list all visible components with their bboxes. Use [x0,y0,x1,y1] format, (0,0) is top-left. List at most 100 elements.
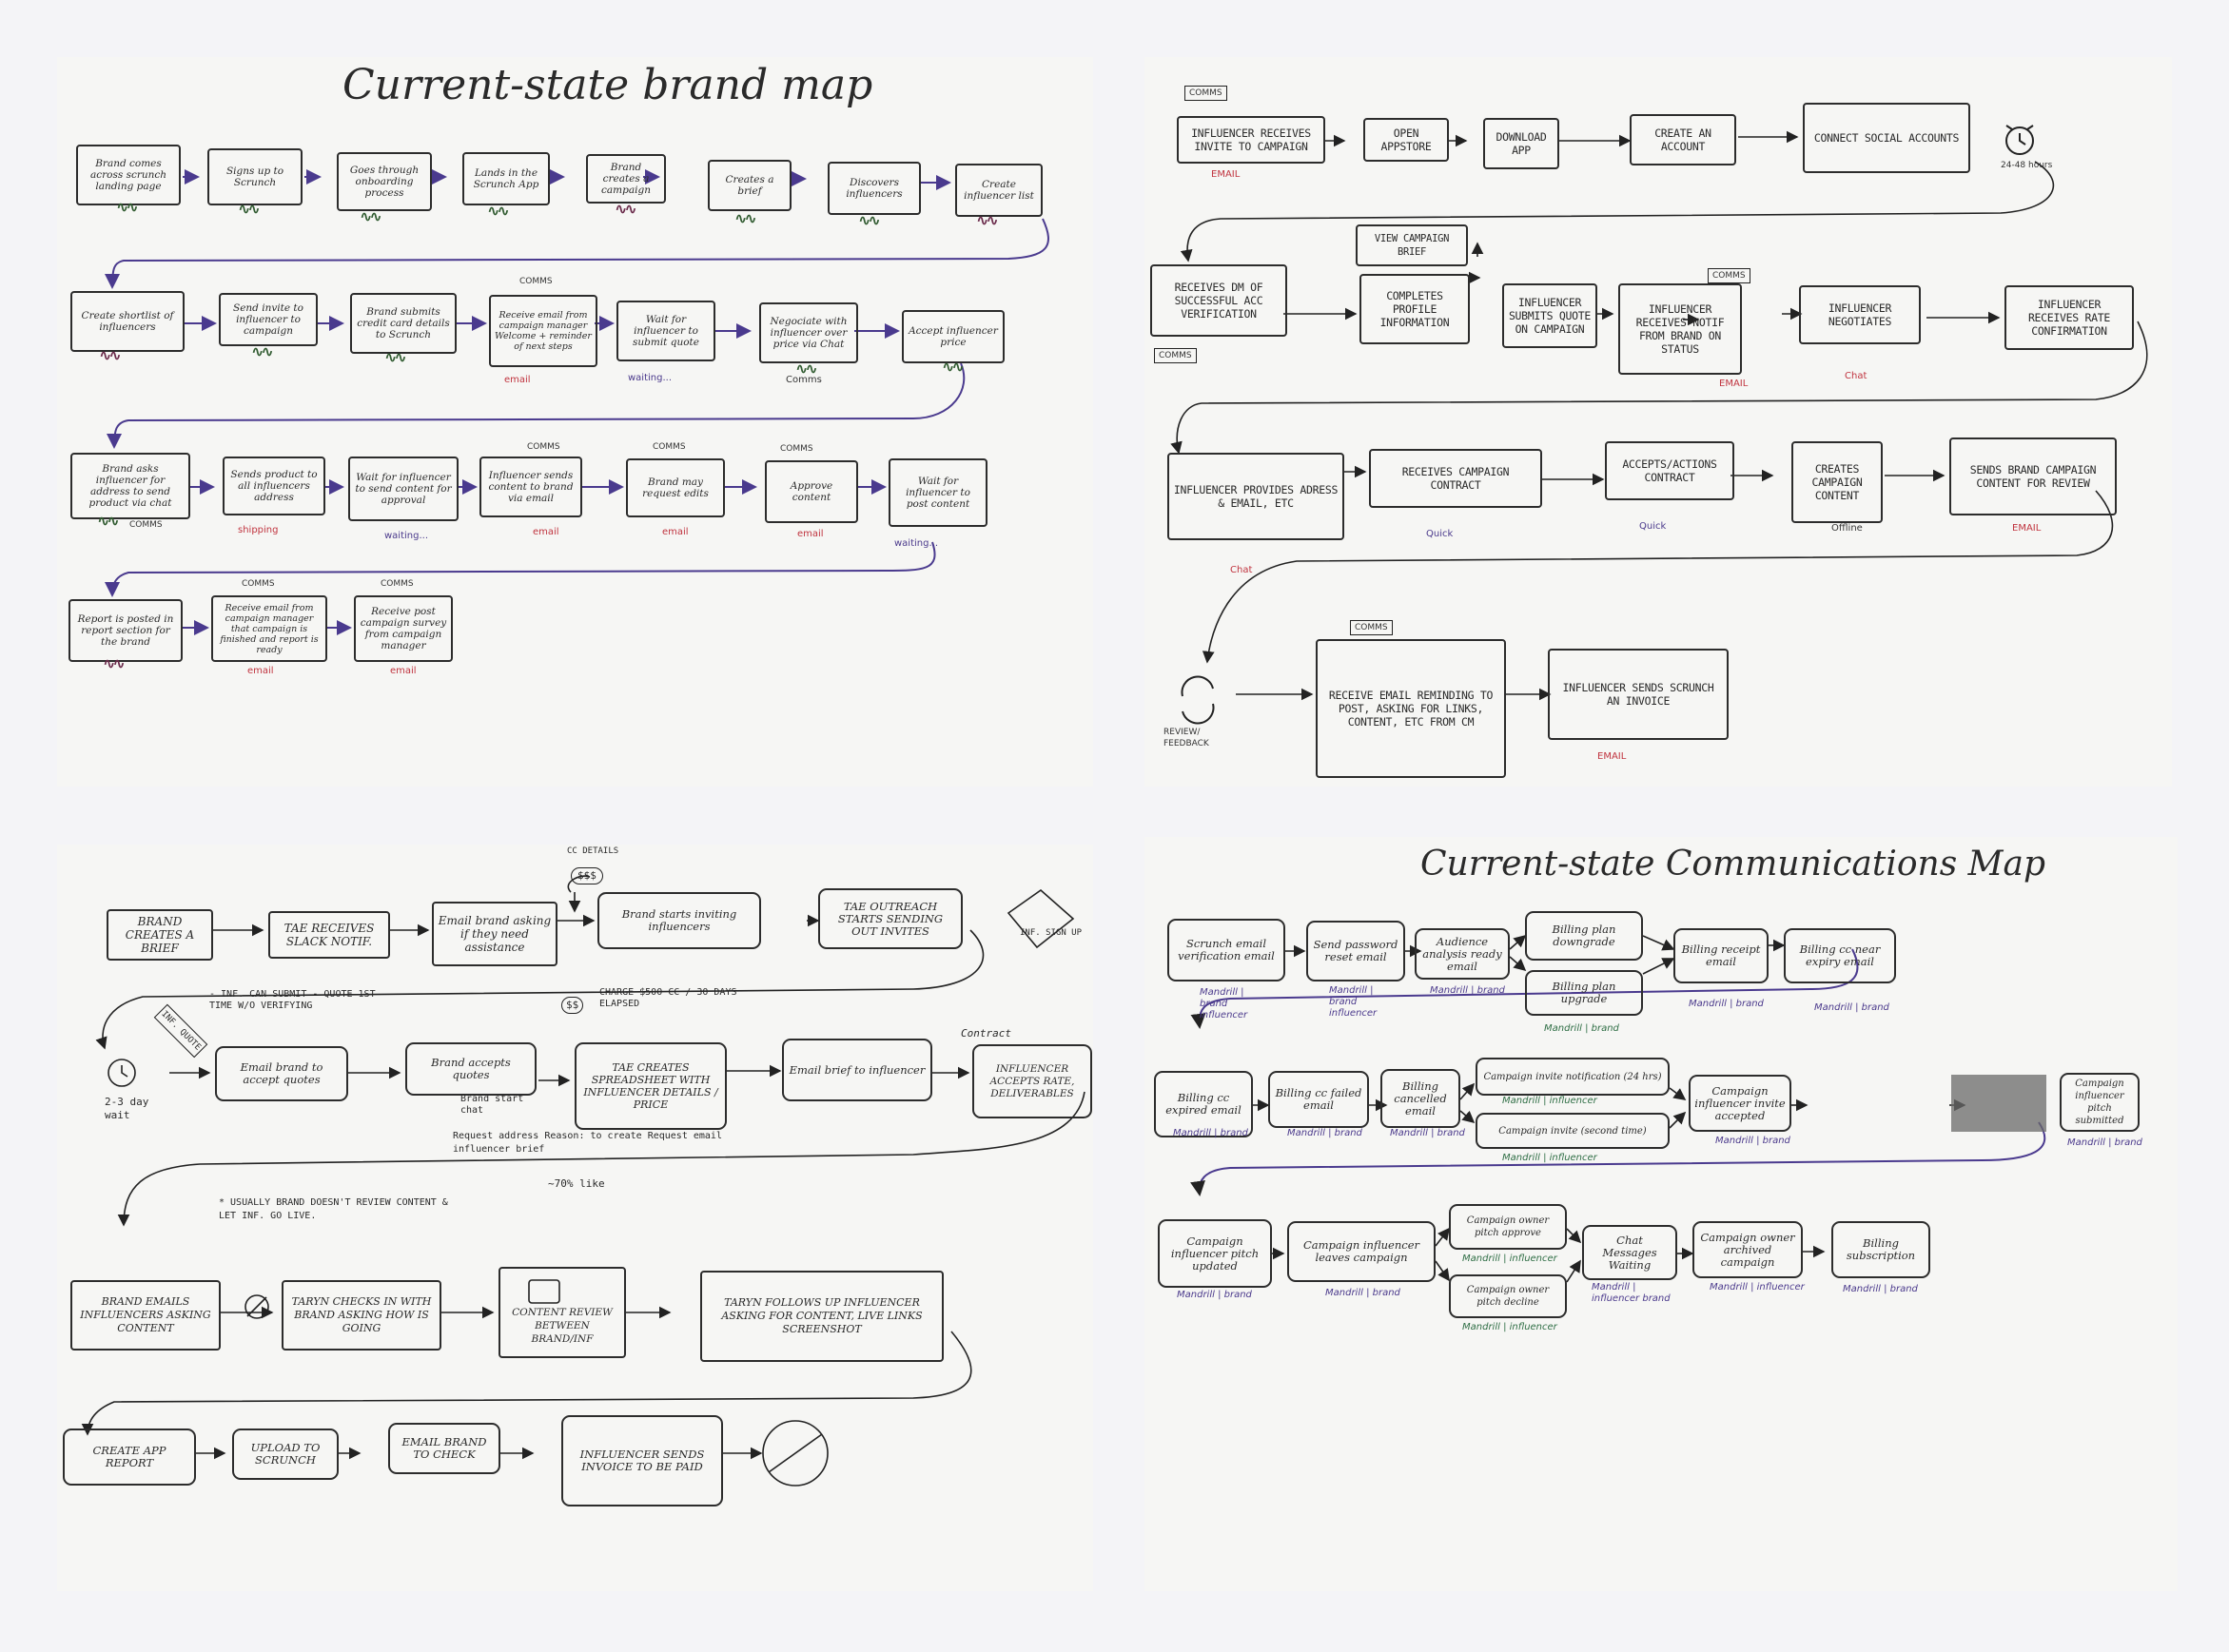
flow-step: Lands in the Scrunch App [462,152,550,205]
channel-tag: Mandrill | influencer [1502,1153,1597,1163]
brand-chat-note: Brand start chat [460,1094,524,1116]
flow-step: Brand submits credit card details to Scr… [350,293,457,354]
flow-step: Create an account [1630,114,1736,165]
email-tag: EMAIL [1211,169,1241,180]
comm-step: Billing receipt email [1673,928,1769,983]
pain-marker: ∿∿ [103,654,126,672]
channel-tag: Mandrill | brand [1173,1128,1248,1138]
chat-tag: Chat [1845,371,1867,381]
comm-step: Scrunch email verification email [1167,919,1285,981]
channel-tag: Mandrill | influencer [1502,1096,1597,1106]
channel-tag: Mandrill | brand [1325,1288,1400,1298]
flow-step: Creates a brief [708,160,792,211]
comm-step: Audience analysis ready email [1415,928,1510,980]
comm-step: Billing cc expired email [1154,1071,1253,1137]
pain-marker: ∿∿ [360,207,382,225]
flow-step: Creates campaign content [1791,441,1883,523]
flow-step: Influencer sends content to brand via em… [479,457,582,517]
flow-step: Completes profile information [1359,274,1470,344]
flow-step: Influencer sends Scrunch an invoice [1548,649,1729,740]
flow-step: Discovers influencers [828,162,921,215]
comm-step: Billing cancelled email [1380,1069,1460,1128]
wait-label: 2-3 day wait [105,1096,149,1121]
flow-step: Email brand asking if they need assistan… [432,902,557,966]
alarm-clock-icon [2005,125,2034,155]
comm-step: Send password reset email [1306,921,1405,981]
pain-marker: ∿∿ [238,200,261,218]
flow-step: Sends product to all influencers address [223,457,325,515]
flow-step: Wait for influencer to send content for … [348,457,459,521]
channel-tag: Mandrill | brand [1814,1002,1889,1013]
flow-step: Negociate with influencer over price via… [759,302,858,363]
connector-layer [81,875,1085,1487]
channel-tag: Mandrill | influencer [1710,1282,1805,1292]
clock-icon [108,1059,136,1087]
channel-tag: Mandrill | brand influencer [1200,987,1248,1020]
comm-step: Billing subscription [1831,1221,1930,1278]
flow-step: Accept influencer price [902,310,1005,363]
scribbled-box [1951,1075,2046,1132]
flow-step: TAE outreach starts sending out invites [818,888,963,949]
comms-tag: COMMS [129,520,163,530]
cc-details-label: CC DETAILS [567,846,619,856]
waiting-tag: waiting... [384,531,429,541]
connector-layer [1170,125,2148,725]
flow-step: Accepts/actions contract [1605,441,1734,500]
comms-tag: COMMS [1184,86,1227,101]
channel-tag: Mandrill | brand [1430,985,1505,996]
flow-step: Send invite to influencer to campaign [219,293,318,346]
flow-step: Receives DM of successful acc verificati… [1150,264,1287,337]
flow-step: Create app report [63,1428,196,1486]
email-tag: email [662,527,689,537]
flow-step: Brand emails influencers asking content [70,1280,221,1351]
flow-step: Influencer receives rate confirmation [2004,285,2134,350]
flow-step: Signs up to Scrunch [207,148,303,205]
request-address-note: Request address Reason: to create Reques… [453,1131,722,1155]
offline-tag: Offline [1831,523,1863,534]
panel-influencer-map: COMMS Influencer receives invite to camp… [1144,57,2172,787]
comms-tag: COMMS [381,579,414,589]
email-tag: EMAIL [1597,751,1627,762]
comms-tag: Comms [786,375,822,385]
flow-step: Influencer sends invoice to be paid [561,1415,723,1506]
page-title: Current-state Communications Map [1420,845,2046,884]
comm-step: Campaign owner pitch decline [1449,1274,1567,1318]
flow-step: Brand comes across scrunch landing page [76,145,181,205]
comm-step: Billing plan downgrade [1525,911,1643,961]
screen-icon [528,1279,560,1304]
comms-tag: COMMS [1350,620,1393,635]
comm-step: Billing cc near expiry email [1784,928,1896,983]
comm-step: Campaign invite (second time) [1476,1113,1670,1149]
pain-marker: ∿∿ [734,209,757,227]
flow-step: Receives campaign contract [1369,449,1542,508]
email-tag: email [247,666,274,676]
comm-step: Chat Messages Waiting [1582,1225,1677,1280]
signup-diamond [1007,888,1075,949]
flow-step: Influencer provides adress & email, etc [1167,453,1344,540]
pain-marker: ∿∿ [97,512,120,530]
flow-step: Email brief to influencer [782,1039,932,1101]
pain-marker: ∿∿ [99,346,122,364]
flow-step: Create influencer list [955,164,1043,217]
flow-step: Report is posted in report section for t… [68,599,183,662]
pain-marker: ∿∿ [487,202,510,220]
email-tag: email [390,666,417,676]
usually-note: * USUALLY BRAND DOESN'T REVIEW CONTENT &… [219,1197,448,1221]
email-tag: email [533,527,559,537]
quick-tag: Quick [1426,529,1454,539]
flow-step: Content review between brand/inf [499,1267,626,1358]
flow-step: Brand creates a brief [107,909,213,961]
pain-marker: ∿∿ [384,348,407,366]
flow-step: Brand may request edits [626,458,725,517]
channel-tag: Mandrill | brand [1287,1128,1362,1138]
comm-step: Billing plan upgrade [1525,970,1643,1016]
flow-step: Download App [1483,118,1559,169]
flow-step: Email brand to accept quotes [215,1046,348,1101]
note-inf-submit: - INF. CAN SUBMIT - QUOTE 1ST TIME W/O V… [209,989,376,1011]
flow-step: TAE creates spreadsheet with influencer … [575,1042,727,1130]
comms-tag: COMMS [1154,348,1197,363]
comm-step: Campaign influencer pitch submitted [2060,1073,2140,1132]
flow-step: Receive email from campaign manager that… [211,595,327,662]
flow-step: Goes through onboarding process [337,152,432,211]
flow-step: Taryn checks in with brand asking how is… [282,1280,441,1351]
